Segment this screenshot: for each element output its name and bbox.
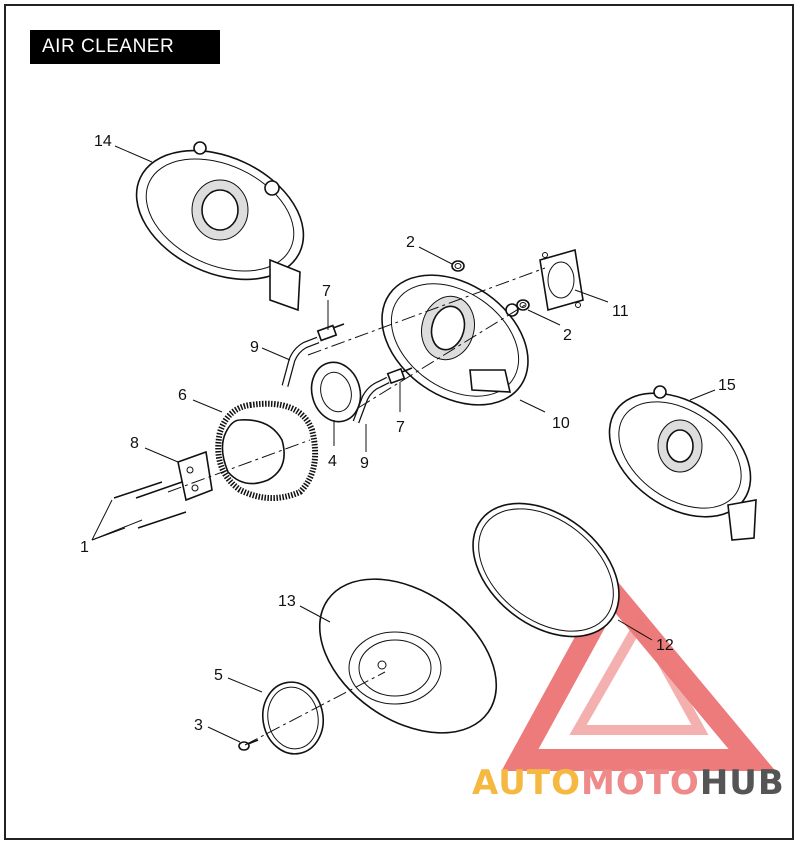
- callout-9-lower: 9: [360, 455, 369, 472]
- part-6-filter-element: [215, 400, 319, 502]
- callout-13: 13: [278, 593, 296, 610]
- part-3-screw: [238, 739, 259, 751]
- watermark-hub: HUB: [700, 763, 785, 803]
- part-15-backplate: [608, 385, 757, 541]
- part-4-gasket: [310, 361, 362, 423]
- diagram-title: AIR CLEANER: [30, 30, 220, 64]
- callout-labels: 14 2 7 11 9 2 6 15 8 4 7 10 9 1 13 12 5 …: [80, 133, 736, 734]
- part-12-seal-ring: [472, 502, 620, 638]
- callout-7-lower: 7: [396, 419, 405, 436]
- callout-3: 3: [194, 717, 203, 734]
- callout-11: 11: [612, 303, 629, 320]
- callout-9-left: 9: [250, 339, 259, 356]
- callout-10: 10: [552, 415, 570, 432]
- callout-7-upper: 7: [322, 283, 331, 300]
- part-1-screws: [113, 481, 187, 529]
- part-5-seal: [262, 681, 324, 755]
- diagram-frame: [4, 4, 794, 840]
- callout-1: 1: [80, 539, 89, 556]
- watermark-wordmark: AUTOMOTOHUB: [472, 763, 785, 803]
- part-11-gasket: [539, 248, 584, 312]
- part-9-hoses: [281, 336, 390, 424]
- assembly-centerlines: [167, 267, 546, 746]
- leader-lines: [91, 145, 716, 743]
- callout-15: 15: [718, 377, 736, 394]
- watermark-logo: [501, 572, 776, 771]
- callout-5: 5: [214, 667, 223, 684]
- part-10-backplate: [381, 274, 529, 406]
- part-14-backplate: [135, 141, 305, 312]
- watermark-moto: MOTO: [581, 763, 700, 803]
- callout-6: 6: [178, 387, 187, 404]
- callout-2-lower: 2: [563, 327, 572, 344]
- callout-12: 12: [656, 637, 674, 654]
- callout-8: 8: [130, 435, 139, 452]
- part-8-bracket: [177, 450, 213, 502]
- callout-14: 14: [94, 133, 112, 150]
- callout-2-upper: 2: [406, 234, 415, 251]
- part-2-orings: [451, 260, 530, 311]
- part-7-breather-bolts: [316, 323, 413, 385]
- watermark-auto: AUTO: [472, 763, 581, 803]
- svg-text:AUTOMOTOHUB: AUTOMOTOHUB: [472, 763, 785, 803]
- callout-4: 4: [328, 453, 337, 470]
- part-13-cover: [318, 578, 498, 734]
